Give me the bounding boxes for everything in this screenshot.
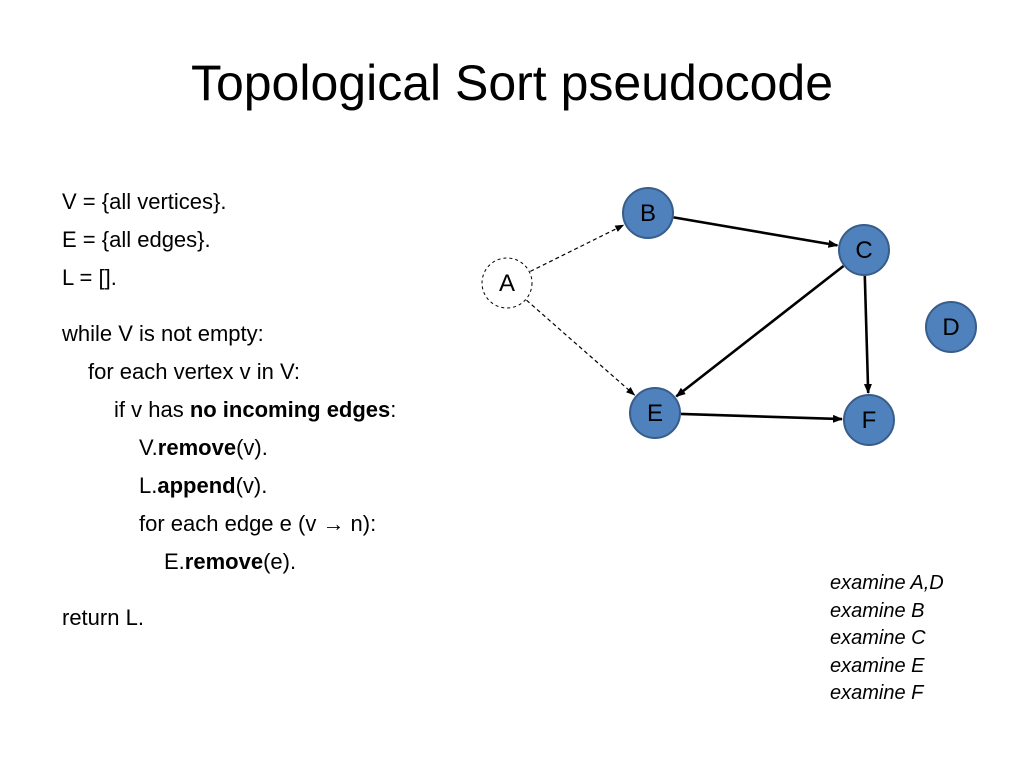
examine-step: examine E <box>830 654 925 677</box>
node-label: A <box>499 270 515 297</box>
node-b: B <box>622 187 674 239</box>
node-label: F <box>862 407 877 434</box>
node-circle <box>622 187 674 239</box>
node-circle <box>843 394 895 446</box>
examine-step: examine B <box>830 599 925 622</box>
code-line-l-append: L.append(v). <box>62 467 482 505</box>
edge-c-e <box>675 264 845 398</box>
examine-step: examine C <box>830 627 926 649</box>
node-label: B <box>640 200 656 227</box>
node-circle <box>838 224 890 276</box>
edge-b-c <box>673 216 839 248</box>
if-prefix-text: if v has <box>114 397 190 422</box>
node-label: E <box>647 400 663 427</box>
code-line-vertices: V = {all vertices}. <box>62 189 227 214</box>
v-remove-prefix: V. <box>139 435 158 460</box>
slide-title: Topological Sort pseudocode <box>190 55 834 111</box>
edge-a-e <box>526 299 636 396</box>
if-suffix-text: : <box>390 397 397 422</box>
l-append-bold: append <box>157 473 236 498</box>
l-append-suffix: (v). <box>235 473 268 498</box>
node-circle <box>629 387 681 439</box>
edge-e-f <box>680 412 843 423</box>
code-line-list: L = []. <box>62 265 117 290</box>
if-bold-text: no incoming edges <box>189 397 391 422</box>
node-circle <box>925 301 977 353</box>
node-circle <box>481 257 533 309</box>
node-d: D <box>925 301 977 353</box>
examine-step: examine A,D <box>830 572 944 594</box>
code-line-for-vertex: for each vertex v in V: <box>88 359 300 384</box>
examine-steps-list: examine A,D examine B examine C examine … <box>830 570 944 708</box>
code-line-edges: E = {all edges}. <box>62 227 211 252</box>
v-remove-suffix: (v). <box>236 435 268 460</box>
e-remove-bold: remove <box>184 549 264 574</box>
node-f: F <box>843 394 895 446</box>
code-line-for-edge: for each edge e (v → n): <box>139 511 377 536</box>
code-line-e-remove: E.remove(e). <box>62 543 482 581</box>
node-a: A <box>481 257 533 309</box>
code-line-return: return L. <box>62 605 144 630</box>
node-label: C <box>855 237 872 264</box>
code-line-v-remove: V.remove(v). <box>62 429 482 467</box>
code-line-while: while V is not empty: <box>62 321 264 346</box>
pseudocode-block: V = {all vertices}. E = {all edges}. L =… <box>62 183 482 637</box>
e-remove-prefix: E. <box>164 549 185 574</box>
node-label: D <box>942 314 959 341</box>
graph-edges <box>526 216 872 423</box>
node-c: C <box>838 224 890 276</box>
edge-a-b <box>530 224 625 272</box>
examine-step: examine F <box>830 682 924 704</box>
code-line-if: if v has no incoming edges: <box>62 391 482 429</box>
node-e: E <box>629 387 681 439</box>
edge-c-f <box>863 275 872 394</box>
l-append-prefix: L. <box>139 473 158 498</box>
e-remove-suffix: (e). <box>263 549 297 574</box>
v-remove-bold: remove <box>157 435 237 460</box>
graph-nodes: A B C D E F <box>481 187 977 446</box>
